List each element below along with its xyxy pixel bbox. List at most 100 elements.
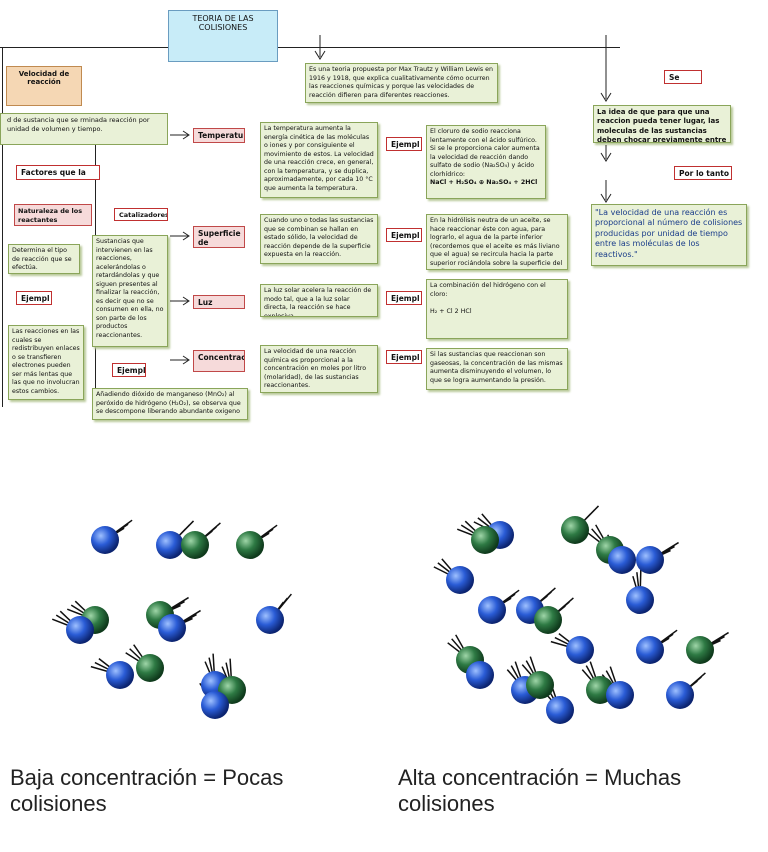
title-box: TEORIA DE LAS COLISIONES [168,10,278,62]
luz-label: Luz [198,298,213,307]
temperatura-box: Temperatu [193,128,245,143]
molecule-illustration [51,505,729,724]
ejemplo-label: Ejempl [117,366,146,375]
caption-left-text: Baja concentración = Pocas colisiones [10,765,284,816]
temperatura-text: La temperatura aumenta la energía cinéti… [264,125,374,192]
luz-text-box: La luz solar acelera la reacción de modo… [260,284,378,317]
se-label: Se [669,73,680,82]
superficie-text: Cuando uno o todas las sustancias que se… [264,217,374,258]
molecule [561,516,589,544]
concentracion-text-box: La velocidad de una reacción química es … [260,345,378,393]
molecule [626,586,654,614]
intro-text: Es una teoria propuesta por Max Trautz y… [309,66,493,99]
intro-box: Es una teoria propuesta por Max Trautz y… [305,63,498,103]
temperatura-text-box: La temperatura aumenta la energía cinéti… [260,122,378,198]
right-idea-text: La idea de que para que una reaccion pue… [597,108,727,143]
por-lo-tanto-box: Por lo tanto [674,166,732,180]
catalizadores-ejemplo-box: Añadiendo dióxido de manganeso (MnO₂) al… [92,388,248,420]
molecule [636,636,664,664]
catalizadores-text: Sustancias que intervienen en las reacci… [96,238,164,339]
velocidad-def-text: d de sustancia que se rminada reacción p… [7,116,150,133]
molecule [686,636,714,664]
catalizadores-label: Catalizadores [119,211,168,219]
molecule [236,531,264,559]
molecule [446,566,474,594]
molecule [606,681,634,709]
caption-right-text: Alta concentración = Muchas colisiones [398,765,682,816]
se-box: Se [664,70,702,84]
molecule [526,671,554,699]
ejemplo-temperatura-label-box: Ejempl [386,137,422,151]
ejemplo-naturaleza-label-box: Ejempl [16,291,52,305]
arrow-down-icon [600,180,612,203]
molecule [478,596,506,624]
molecule [158,614,186,642]
molecule [136,654,164,682]
main-horizontal-line [0,47,620,48]
ejemplo-naturaleza-box: Las reacciones en las cuales se redistri… [8,325,84,400]
molecule [666,681,694,709]
naturaleza-text-box: Determina el tipo de reacción que se efe… [8,244,80,274]
luz-box: Luz [193,295,245,309]
molecule [91,526,119,554]
factores-label: Factores que la [21,168,86,177]
molecule [608,546,636,574]
arrow-down-icon [600,35,612,102]
velocidad-label-box: Velocidad de reacción [6,66,82,106]
naturaleza-text: Determina el tipo de reacción que se efe… [12,247,72,271]
conclusion-box: "La velocidad de una reacción es proporc… [591,204,747,266]
luz-formula: H₂ + Cl 2 HCl [430,307,472,315]
catalizadores-text-box: Sustancias que intervienen en las reacci… [92,235,168,347]
luz-text: La luz solar acelera la reacción de modo… [264,287,372,317]
concentracion-ejemplo-box: Si las sustancias que reaccionan son gas… [426,348,568,390]
molecule [546,696,574,724]
molecule [566,636,594,664]
arrow-down-icon [314,35,326,60]
molecule [471,526,499,554]
concentracion-text: La velocidad de una reacción química es … [264,348,367,389]
ejemplo-label: Ejempl [21,294,50,303]
molecule [534,606,562,634]
ejemplo-concentracion-label-box: Ejempl [386,350,422,364]
luz-ejemplo-box: La combinación del hidrógeno con el clor… [426,279,568,339]
temperatura-formula: NaCl + H₂SO₄ ⊕ Na₂SO₄ + 2HCl [430,179,538,186]
ejemplo-luz-label-box: Ejempl [386,291,422,305]
temperatura-ejemplo-text: El cloruro de sodio reacciona lentamente… [430,128,540,178]
ejemplo-naturaleza-text: Las reacciones en las cuales se redistri… [12,328,80,395]
superficie-box: Superficie de [193,226,245,248]
concentracion-ejemplo-text: Si las sustancias que reaccionan son gas… [430,351,563,384]
left-vertical-line [2,47,3,407]
concentracion-box: Concentración [193,350,245,372]
naturaleza-box: Naturaleza de los reactantes [14,204,92,226]
molecule [66,616,94,644]
naturaleza-label: Naturaleza de los reactantes [18,207,83,224]
molecule [636,546,664,574]
concentracion-label: Concentración [198,353,244,362]
ejemplo-label: Ejempl [391,231,420,240]
right-idea-box: La idea de que para que una reaccion pue… [593,105,731,143]
molecule [201,691,229,719]
superficie-text-box: Cuando uno o todas las sustancias que se… [260,214,378,264]
temperatura-label: Temperatu [198,131,244,140]
arrow-down-icon [600,145,612,162]
superficie-label: Superficie de [198,229,241,247]
catalizadores-box: Catalizadores [114,208,168,221]
caption-right: Alta concentración = Muchas colisiones [398,765,768,817]
temperatura-ejemplo-box: El cloruro de sodio reacciona lentamente… [426,125,546,199]
caption-left: Baja concentración = Pocas colisiones [10,765,370,817]
catalizadores-ejemplo-text: Añadiendo dióxido de manganeso (MnO₂) al… [96,391,241,415]
molecule [466,661,494,689]
velocidad-def-box: d de sustancia que se rminada reacción p… [0,113,168,145]
page-title: TEORIA DE LAS COLISIONES [192,14,254,32]
ejemplo-label: Ejempl [391,140,420,149]
molecule [181,531,209,559]
superficie-ejemplo-text: En la hidrólisis neutra de un aceite, se… [430,217,563,269]
velocidad-label: Velocidad de reacción [18,70,70,86]
luz-ejemplo-text: La combinación del hidrógeno con el clor… [430,282,546,298]
ejemplo-catalizadores-label-box: Ejempl [112,363,146,377]
molecule [106,661,134,689]
ejemplo-label: Ejempl [391,353,420,362]
por-lo-tanto-label: Por lo tanto [679,169,730,178]
factor-arrows [170,130,190,365]
superficie-ejemplo-box: En la hidrólisis neutra de un aceite, se… [426,214,568,270]
